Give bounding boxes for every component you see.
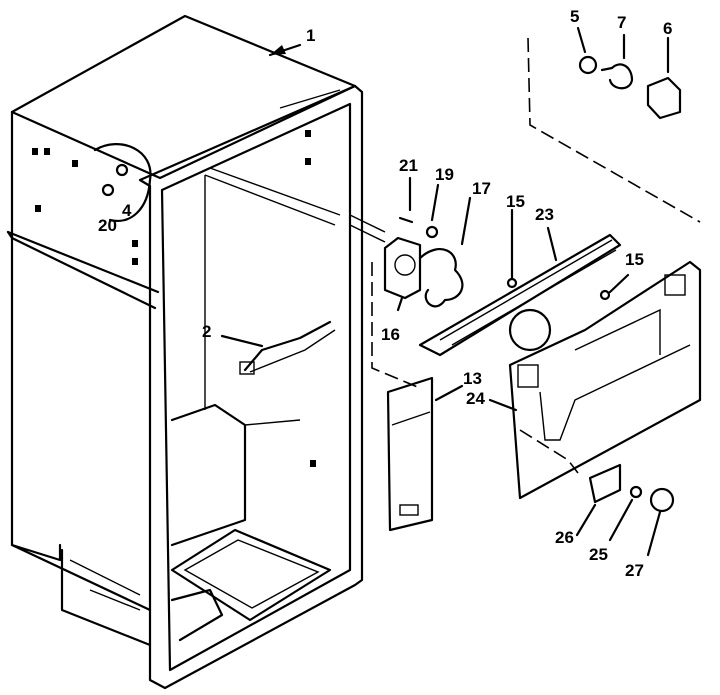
callout-7: 7 [617,13,627,32]
callout-26: 26 [555,528,574,547]
callout-13: 13 [463,369,482,388]
callout-4: 4 [122,201,132,220]
callout-16: 16 [381,325,400,344]
evaporator-fan-assembly [383,216,464,308]
callout-6: 6 [663,19,673,38]
wire-harness-part-2 [239,320,336,375]
control-housing-part-24 [508,260,702,500]
thermostat-parts [588,463,675,513]
callout-2: 2 [202,322,212,341]
callout-17: 17 [472,179,491,198]
callout-24: 24 [466,389,485,408]
evaporator-cover-part-23 [418,233,622,357]
callout-1: 1 [306,26,316,45]
callout-19: 19 [435,165,454,184]
light-parts [578,55,682,120]
callout-15-right: 15 [625,250,644,269]
callout-23: 23 [535,205,554,224]
cabinet-liner-part-1 [6,14,386,690]
callout-20: 20 [98,216,117,235]
callout-27: 27 [625,561,644,580]
callout-15-left: 15 [506,192,525,211]
air-duct-panel-part-13 [386,376,434,532]
callout-25: 25 [589,545,608,564]
callout-21: 21 [399,156,418,175]
callout-5: 5 [570,7,580,26]
